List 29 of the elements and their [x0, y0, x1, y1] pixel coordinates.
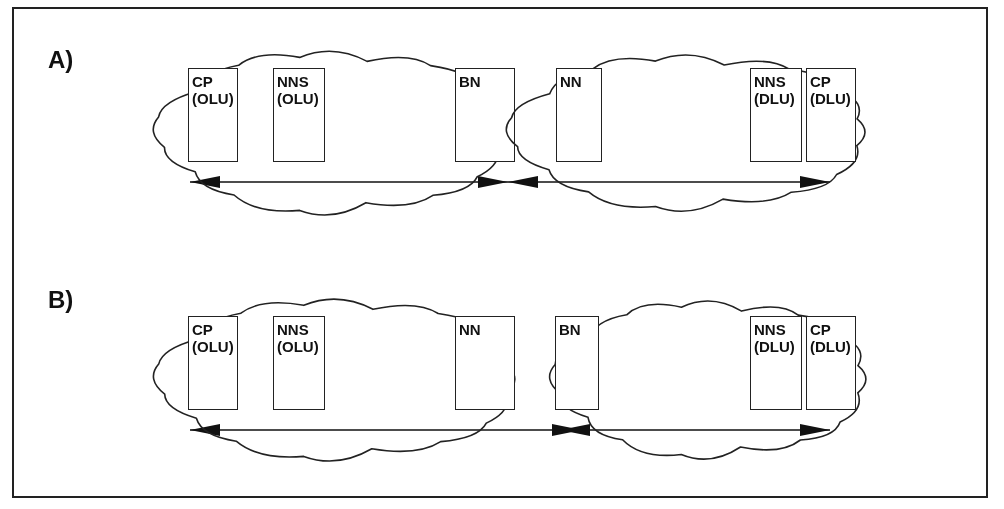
node-box — [273, 68, 325, 162]
node-box — [188, 68, 238, 162]
node-label: NNS (DLU) — [754, 321, 796, 356]
node-label: NN — [459, 321, 482, 339]
node-label: CP (OLU) — [192, 73, 235, 108]
node-box — [750, 316, 802, 410]
node-box — [188, 316, 238, 410]
node-label: NN — [560, 73, 583, 91]
double-arrow — [507, 176, 831, 188]
node-label: BN — [459, 73, 482, 91]
node-box — [556, 68, 602, 162]
node-box — [455, 316, 515, 410]
section-label: A) — [48, 46, 74, 74]
node-box — [555, 316, 599, 410]
node-label: BN — [559, 321, 582, 339]
node-box — [806, 316, 856, 410]
double-arrow — [189, 176, 509, 188]
node-box — [806, 68, 856, 162]
node-label: NNS (DLU) — [754, 73, 796, 108]
section-label: B) — [48, 286, 74, 314]
double-arrow — [559, 424, 831, 436]
node-label: CP (DLU) — [810, 73, 852, 108]
node-label: NNS (OLU) — [277, 321, 320, 356]
node-box — [750, 68, 802, 162]
node-label: CP (DLU) — [810, 321, 852, 356]
node-label: CP (OLU) — [192, 321, 235, 356]
node-box — [455, 68, 515, 162]
node-label: NNS (OLU) — [277, 73, 320, 108]
node-box — [273, 316, 325, 410]
